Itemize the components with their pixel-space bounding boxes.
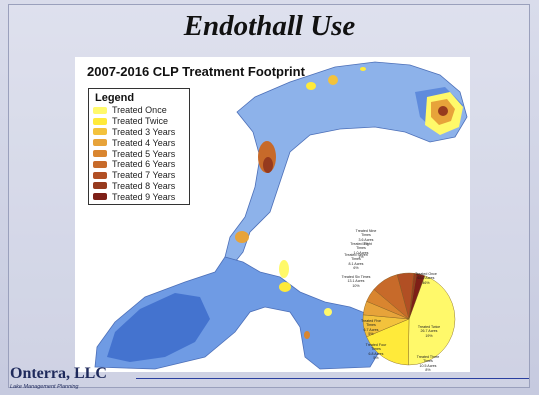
- legend-label: Treated 3 Years: [112, 126, 176, 137]
- pie-slice: [366, 318, 410, 366]
- pie-slice-title: Treated Six Times: [341, 275, 371, 279]
- legend-item: Treated 8 Years: [93, 181, 185, 192]
- slide-title: Endothall Use: [183, 10, 356, 42]
- pie-slice-title: Treated Five Times: [360, 319, 382, 328]
- legend-title: Legend: [95, 92, 135, 104]
- treatment-area: [279, 282, 291, 292]
- treatment-area: [328, 75, 338, 85]
- treatment-area: [360, 67, 366, 71]
- legend-label: Treated 7 Years: [112, 170, 176, 181]
- legend-item: Treated 9 Years: [93, 191, 185, 202]
- legend-item: Treated 5 Years: [93, 148, 185, 159]
- treatment-area: [324, 308, 332, 316]
- pie-slice-detail: 10.5 Acres 8%: [419, 363, 437, 372]
- treatment-area: [263, 157, 273, 173]
- legend-swatch: [93, 182, 107, 190]
- treatment-area: [306, 82, 316, 90]
- treatment-area: [304, 331, 310, 339]
- pie-slice-title: Treated Seven Times: [344, 253, 368, 262]
- pie-slice-detail: 13.1 Acres 10%: [347, 279, 365, 288]
- pie-slice: [408, 273, 426, 320]
- legend-label: Treated 5 Years: [112, 148, 176, 159]
- pie-slice: [408, 275, 456, 366]
- lake-map: [94, 61, 468, 370]
- legend-swatch: [93, 160, 107, 168]
- lake-north-arm: [224, 61, 468, 263]
- legend-item: Treated 6 Years: [93, 159, 185, 170]
- legend-swatch: [93, 139, 107, 147]
- legend-swatch: [93, 106, 107, 114]
- pie-slice-title: Treated Nine Times: [355, 229, 377, 238]
- legend-item: Treated Twice: [93, 116, 185, 127]
- onterra-logo: Onterra, LLC: [10, 365, 107, 382]
- treatment-area: [235, 231, 249, 243]
- legend-swatch: [93, 128, 107, 136]
- pie-slice-detail: 1.0 Acres 1%: [353, 250, 369, 260]
- footer-rule: [136, 378, 529, 379]
- pie-slice-detail: 26.7 Acres 19%: [420, 329, 438, 338]
- legend-item: Treated 7 Years: [93, 170, 185, 181]
- pie-slice-detail: 6.7 Acres 5%: [363, 327, 379, 337]
- legend-label: Treated Twice: [112, 116, 169, 127]
- pie-slice-detail: 8.1 Acres 6%: [348, 261, 364, 271]
- pie-slice-detail: 3.6 Acres 3%: [358, 237, 374, 247]
- pie-slice-title: Treated Eight Times: [350, 242, 372, 251]
- treatment-area: [279, 260, 289, 278]
- map-panel: 2007-2016 CLP Treatment Footprint Legend…: [75, 57, 470, 372]
- pie-slice-detail: 63.0 Acres 46%: [417, 276, 435, 285]
- legend-label: Treated 9 Years: [112, 191, 176, 202]
- legend-swatch: [93, 193, 107, 201]
- legend-label: Treated 8 Years: [112, 180, 176, 191]
- legend-swatch: [93, 171, 107, 179]
- legend-label: Treated 4 Years: [112, 137, 176, 148]
- pie-slice-title: Treated Twice: [417, 325, 441, 329]
- pie-slice-title: Treated Three Times: [416, 355, 440, 364]
- onterra-logo-subtitle: Lake Management Planning: [10, 384, 79, 390]
- legend-item: Treated 3 Years: [93, 127, 185, 138]
- pie-slice-detail: 6.8 Acres 5%: [368, 351, 384, 361]
- legend-item: Treated 4 Years: [93, 137, 185, 148]
- legend-swatch: [93, 150, 107, 158]
- legend-label: Treated 6 Years: [112, 159, 176, 170]
- map-title: 2007-2016 CLP Treatment Footprint: [87, 64, 305, 79]
- pie-slice-title: Treated Four Times: [365, 343, 387, 352]
- treatment-areas: [235, 67, 463, 339]
- legend-item: Treated Once: [93, 105, 185, 116]
- pie-slice-title: Treated Once: [415, 272, 437, 276]
- legend-label: Treated Once: [112, 105, 167, 116]
- lake-deep-water: [107, 293, 210, 362]
- treatment-pie-chart: [362, 272, 456, 366]
- treatment-area: [438, 106, 448, 116]
- legend-swatch: [93, 117, 107, 125]
